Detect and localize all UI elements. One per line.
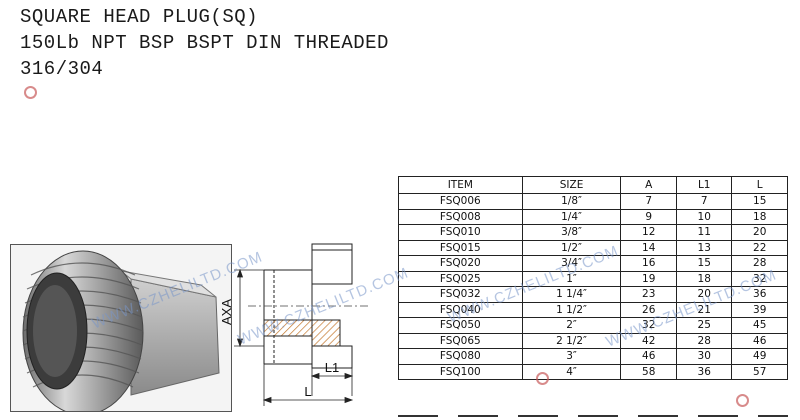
dim-l1-label: L1	[325, 360, 339, 375]
cell-size: 1 1/4″	[521, 286, 622, 303]
watermark-logo-icon	[536, 372, 549, 385]
cell-l1: 11	[675, 224, 733, 241]
cell-size: 1/8″	[521, 193, 622, 210]
dim-l-label: L	[304, 384, 311, 399]
title-block: SQUARE HEAD PLUG(SQ) 150Lb NPT BSP BSPT …	[20, 4, 389, 82]
cell-l: 20	[731, 224, 788, 241]
cell-item: FSQ025	[398, 270, 523, 287]
cell-l1: 20	[675, 286, 733, 303]
cell-item: FSQ015	[398, 239, 523, 256]
cell-size: 3″	[521, 348, 622, 365]
cell-a: 12	[620, 224, 677, 241]
cell-a: 23	[620, 286, 677, 303]
cell-size: 3/4″	[521, 255, 622, 272]
watermark-logo-icon	[736, 394, 749, 407]
cell-l1: 36	[675, 363, 733, 380]
col-a-header: A	[620, 176, 677, 194]
cell-size: 2″	[521, 317, 622, 334]
watermark-logo-icon	[24, 86, 37, 99]
cropped-footer-rule	[398, 412, 788, 419]
cell-l: 57	[731, 363, 788, 380]
cell-size: 2 1/2″	[521, 332, 622, 349]
plug-photo-illustration	[22, 250, 220, 411]
col-size-header: SIZE	[521, 176, 622, 194]
cell-a: 16	[620, 255, 677, 272]
cell-l1: 18	[675, 270, 733, 287]
cell-a: 19	[620, 270, 677, 287]
cell-l: 22	[731, 239, 788, 256]
cell-item: FSQ008	[398, 208, 523, 225]
cell-l1: 21	[675, 301, 733, 318]
cell-item: FSQ040	[398, 301, 523, 318]
cell-l1: 10	[675, 208, 733, 225]
cell-a: 7	[620, 193, 677, 210]
cell-item: FSQ020	[398, 255, 523, 272]
cell-l1: 30	[675, 348, 733, 365]
dim-axa-label: AXA	[219, 299, 234, 325]
table-header-row: ITEM SIZE A L1 L	[398, 176, 788, 194]
cell-a: 14	[620, 239, 677, 256]
col-item-header: ITEM	[398, 176, 523, 194]
cell-l: 45	[731, 317, 788, 334]
cell-a: 46	[620, 348, 677, 365]
cell-l1: 28	[675, 332, 733, 349]
cell-l: 18	[731, 208, 788, 225]
cell-l1: 7	[675, 193, 733, 210]
cell-item: FSQ006	[398, 193, 523, 210]
cell-size: 1 1/2″	[521, 301, 622, 318]
cell-size: 3/8″	[521, 224, 622, 241]
col-l-header: L	[731, 176, 788, 194]
product-title: SQUARE HEAD PLUG(SQ)	[20, 6, 259, 28]
cell-item: FSQ065	[398, 332, 523, 349]
cell-l: 15	[731, 193, 788, 210]
technical-drawing: AXA L1 L	[218, 236, 398, 416]
cell-item: FSQ010	[398, 224, 523, 241]
cell-item: FSQ080	[398, 348, 523, 365]
cell-l: 28	[731, 255, 788, 272]
cell-l: 39	[731, 301, 788, 318]
cell-a: 58	[620, 363, 677, 380]
plug-cross-section: AXA L1 L	[219, 243, 368, 406]
product-photo	[10, 244, 232, 412]
cell-size: 1/4″	[521, 208, 622, 225]
cell-item: FSQ100	[398, 363, 523, 380]
cell-a: 9	[620, 208, 677, 225]
product-standards: 150Lb NPT BSP BSPT DIN THREADED	[20, 32, 389, 54]
product-material: 316/304	[20, 58, 104, 80]
cell-l: 46	[731, 332, 788, 349]
cell-l1: 15	[675, 255, 733, 272]
cell-l1: 13	[675, 239, 733, 256]
col-l1-header: L1	[675, 176, 733, 194]
cell-l: 49	[731, 348, 788, 365]
